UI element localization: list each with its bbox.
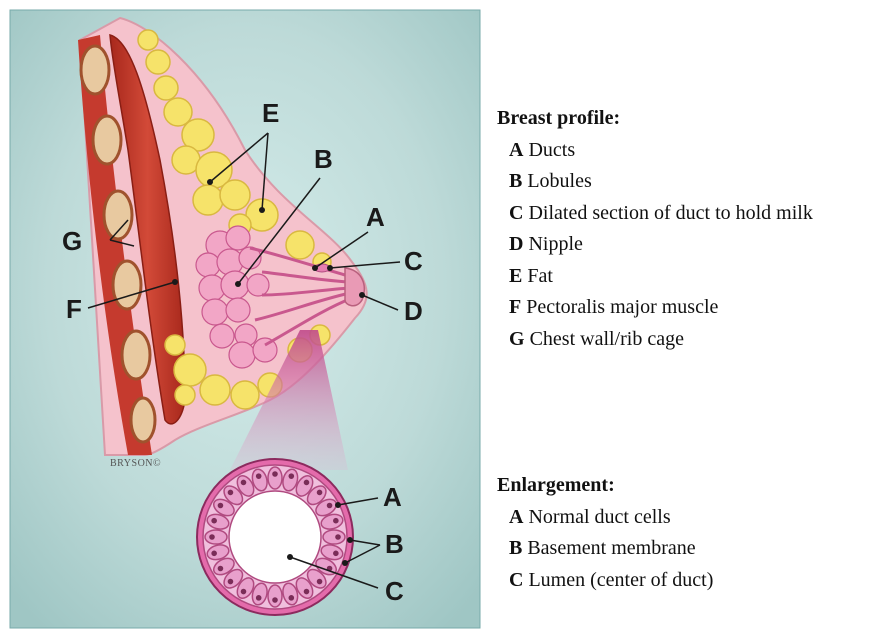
duct-cell	[205, 530, 227, 544]
duct-cell	[268, 585, 282, 607]
duct-enlargement	[197, 459, 353, 615]
cell-nucleus	[228, 579, 234, 585]
legend-letter: B	[509, 170, 522, 192]
legend-letter: C	[509, 202, 523, 224]
cell-nucleus	[335, 534, 341, 540]
label-b: B	[314, 144, 333, 174]
label-f: F	[66, 294, 82, 324]
cell-nucleus	[241, 480, 247, 486]
legend-text: Dilated section of duct to hold milk	[528, 202, 812, 224]
legend-letter: B	[509, 537, 522, 559]
legend-letter: D	[509, 233, 523, 255]
legend-letter: A	[509, 506, 523, 528]
enlargement-label-a: A	[383, 482, 402, 512]
label-d: D	[404, 296, 423, 326]
cell-nucleus	[256, 595, 262, 601]
legend-text: Normal duct cells	[528, 506, 670, 528]
cell-nucleus	[218, 566, 224, 572]
legend-letter: G	[509, 328, 525, 350]
cell-nucleus	[304, 589, 310, 595]
legend-text: Basement membrane	[527, 537, 695, 559]
cell-nucleus	[209, 534, 215, 540]
cell-nucleus	[241, 589, 247, 595]
legend-text: Ducts	[528, 139, 575, 161]
label-c: C	[404, 246, 423, 276]
artist-signature: BRYSON©	[110, 458, 161, 469]
cell-nucleus	[317, 579, 323, 585]
legend-item: D Nipple	[497, 229, 813, 261]
cell-nucleus	[333, 518, 339, 524]
duct-cell	[268, 467, 282, 489]
legend-item: A Normal duct cells	[497, 502, 713, 534]
legend-letter: A	[509, 139, 523, 161]
cell-nucleus	[272, 597, 278, 603]
legend-item: C Dilated section of duct to hold milk	[497, 198, 813, 230]
legend-item: A Ducts	[497, 135, 813, 167]
legend-letter: E	[509, 265, 522, 287]
legend-item: B Lobules	[497, 166, 813, 198]
legend-text: Fat	[527, 265, 553, 287]
duct-cell	[323, 530, 345, 544]
label-g: G	[62, 226, 82, 256]
label-e: E	[262, 98, 279, 128]
label-a: A	[366, 202, 385, 232]
cell-nucleus	[272, 471, 278, 477]
cell-nucleus	[289, 473, 295, 479]
cell-nucleus	[317, 490, 323, 496]
legend-text: Lobules	[527, 170, 591, 192]
legend-enlargement: Enlargement: A Normal duct cells B Basem…	[497, 470, 713, 596]
cell-nucleus	[289, 595, 295, 601]
legend-item: C Lumen (center of duct)	[497, 565, 713, 597]
legend-text: Nipple	[528, 233, 582, 255]
cell-nucleus	[218, 503, 224, 509]
legend-item: B Basement membrane	[497, 533, 713, 565]
legend-letter: C	[509, 569, 523, 591]
cell-nucleus	[333, 551, 339, 557]
legend-enlargement-title: Enlargement:	[497, 470, 713, 502]
legend-text: Pectoralis major muscle	[526, 296, 718, 318]
legend-profile: Breast profile: A Ducts B Lobules C Dila…	[497, 103, 813, 355]
enlargement-label-b: B	[385, 529, 404, 559]
legend-item: F Pectoralis major muscle	[497, 292, 813, 324]
cell-nucleus	[211, 518, 217, 524]
legend-letter: F	[509, 296, 521, 318]
legend-profile-title: Breast profile:	[497, 103, 813, 135]
enlargement-label-c: C	[385, 576, 404, 606]
legend-item: G Chest wall/rib cage	[497, 324, 813, 356]
cell-nucleus	[256, 473, 262, 479]
cell-nucleus	[228, 490, 234, 496]
legend-text: Chest wall/rib cage	[530, 328, 684, 350]
legend-text: Lumen (center of duct)	[528, 569, 713, 591]
cell-nucleus	[211, 551, 217, 557]
cell-nucleus	[327, 503, 333, 509]
cell-nucleus	[304, 480, 310, 486]
legend-item: E Fat	[497, 261, 813, 293]
